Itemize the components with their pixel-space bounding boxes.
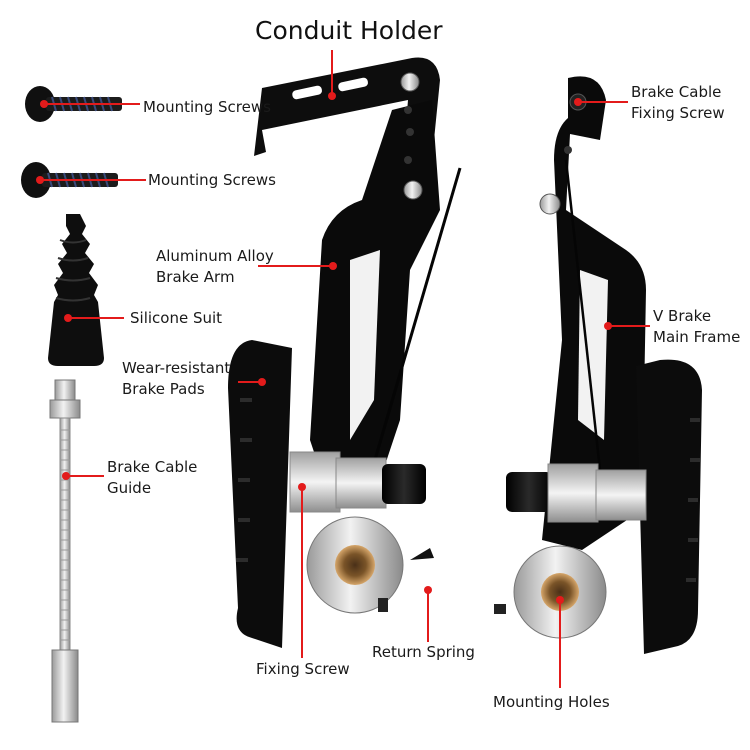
brake-cable-guide bbox=[49, 379, 81, 723]
brake-pad-left bbox=[228, 340, 292, 648]
brake-arm-label: Aluminum Alloy Brake Arm bbox=[156, 246, 274, 288]
silicone-suit-label: Silicone Suit bbox=[130, 309, 223, 327]
v-brake-label-line2: Main Frame bbox=[653, 328, 741, 346]
mounting-holes-label: Mounting Holes bbox=[493, 693, 610, 711]
silicone-boot bbox=[48, 214, 104, 366]
leader-dots bbox=[36, 92, 612, 604]
brake-pads-label: Wear-resistant Brake Pads bbox=[122, 358, 230, 400]
brake-cable-left bbox=[370, 167, 462, 471]
pivot-right bbox=[494, 463, 647, 639]
cable-fixing-screw-label: Brake Cable Fixing Screw bbox=[631, 82, 725, 124]
brake-arm-left bbox=[310, 100, 440, 500]
return-spring-label: Return Spring bbox=[372, 643, 475, 661]
conduit-holder-label: Conduit Holder bbox=[255, 16, 443, 45]
conduit-holder bbox=[254, 57, 440, 156]
mounting-screws-label-2: Mounting Screws bbox=[148, 171, 276, 189]
cable-fixing-label-line2: Fixing Screw bbox=[631, 104, 725, 122]
v-brake-main-frame-label: V Brake Main Frame bbox=[653, 306, 740, 348]
brake-arm-label-line1: Aluminum Alloy bbox=[156, 247, 274, 265]
cable-guide-label: Brake Cable Guide bbox=[107, 457, 197, 499]
cable-guide-label-line1: Brake Cable bbox=[107, 458, 198, 476]
mounting-screws-label-1: Mounting Screws bbox=[143, 98, 271, 116]
leader-lines bbox=[40, 50, 650, 688]
pivot-left bbox=[289, 451, 434, 614]
cable-guide-label-line2: Guide bbox=[107, 479, 152, 497]
cable-fixing-label-line1: Brake Cable bbox=[631, 83, 722, 101]
brake-pads-label-line2: Brake Pads bbox=[122, 380, 205, 398]
brake-pad-right bbox=[636, 359, 702, 654]
v-brake-label-line1: V Brake bbox=[653, 307, 712, 325]
brake-arm-label-line2: Brake Arm bbox=[156, 268, 235, 286]
brake-cable-right bbox=[564, 159, 602, 471]
fixing-screw-label: Fixing Screw bbox=[256, 660, 350, 678]
brake-pads-label-line1: Wear-resistant bbox=[122, 359, 231, 377]
